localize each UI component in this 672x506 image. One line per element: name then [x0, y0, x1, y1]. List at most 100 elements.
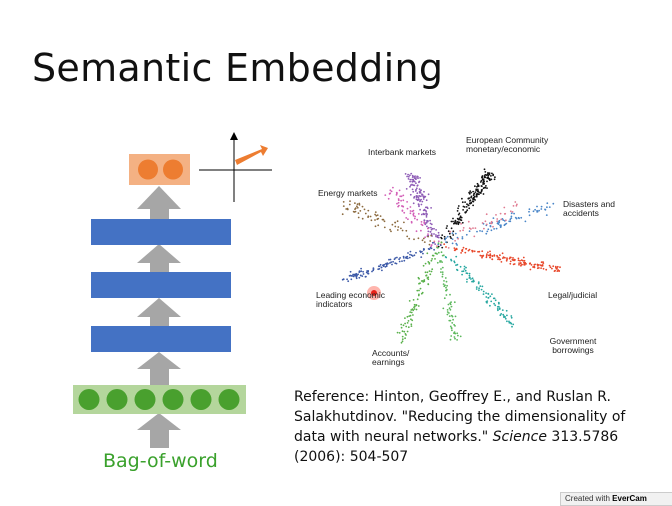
scatter-point — [462, 246, 465, 249]
scatter-point — [411, 181, 414, 183]
scatter-point — [404, 337, 406, 340]
scatter-point — [480, 288, 483, 291]
scatter-point — [440, 237, 443, 240]
scatter-point — [437, 242, 440, 245]
scatter-point — [422, 213, 425, 216]
document-embedding-scatter — [341, 168, 561, 344]
scatter-point — [401, 260, 403, 262]
scatter-point — [541, 265, 544, 267]
scatter-point — [536, 211, 538, 213]
scatter-point — [403, 259, 406, 262]
scatter-point — [427, 227, 429, 230]
scatter-point — [410, 325, 413, 327]
scatter-point — [417, 294, 420, 297]
scatter-point — [410, 172, 413, 175]
scatter-point — [371, 270, 373, 273]
scatter-point — [374, 225, 377, 228]
scatter-point — [397, 201, 400, 204]
scatter-point — [418, 195, 421, 197]
scatter-point — [389, 189, 392, 192]
scatter-point — [397, 226, 400, 228]
reference-suffix: 313.5786 (2006): 504-507 — [294, 429, 619, 465]
scatter-point — [470, 191, 472, 194]
scatter-point — [430, 234, 433, 237]
scatter-point — [400, 323, 403, 326]
reference-text: Reference: Hinton, Geoffrey E., and Rusl… — [294, 387, 654, 467]
scatter-point — [482, 293, 485, 295]
scatter-point — [433, 227, 435, 230]
scatter-point — [401, 229, 404, 232]
scatter-point — [418, 289, 420, 292]
scatter-point — [493, 178, 496, 181]
scatter-point — [465, 266, 467, 269]
scatter-point — [482, 179, 485, 182]
scatter-point — [407, 173, 409, 176]
scatter-point — [490, 220, 493, 223]
scatter-point — [476, 186, 478, 188]
scatter-point — [452, 230, 455, 233]
scatter-point — [415, 308, 418, 311]
scatter-point — [486, 253, 488, 256]
scatter-point — [413, 254, 416, 257]
scatter-point — [364, 212, 367, 215]
scatter-point — [538, 209, 540, 212]
scatter-point — [423, 190, 425, 193]
scatter-point — [407, 218, 409, 221]
scatter-point — [452, 217, 454, 220]
scatter-point — [470, 196, 472, 199]
scatter-point — [473, 250, 476, 253]
scatter-point — [394, 262, 397, 265]
scatter-point — [374, 213, 376, 216]
scatter-point — [476, 230, 478, 233]
scatter-point — [409, 311, 412, 313]
scatter-point — [425, 222, 427, 224]
scatter-point — [440, 241, 443, 244]
scatter-point — [474, 185, 476, 188]
scatter-point — [495, 227, 498, 230]
scatter-point — [395, 191, 398, 194]
scatter-point — [398, 204, 400, 207]
scatter-point — [514, 201, 517, 203]
scatter-point — [413, 303, 416, 306]
scatter-point — [358, 276, 361, 279]
scatter-point — [456, 210, 459, 212]
scatter-point — [499, 254, 501, 257]
scatter-point — [409, 210, 412, 212]
scatter-point — [457, 218, 460, 221]
scatter-point — [459, 265, 462, 268]
scatter-point — [450, 237, 452, 240]
scatter-point — [501, 252, 504, 255]
scatter-point — [467, 220, 470, 223]
scatter-point — [489, 254, 492, 257]
scatter-point — [445, 227, 448, 230]
scatter-point — [426, 207, 429, 210]
scatter-point — [430, 270, 433, 273]
scatter-point — [400, 199, 402, 202]
scatter-point — [490, 175, 492, 177]
evercam-watermark: Created with EverCam — [560, 492, 672, 506]
scatter-point — [416, 192, 419, 195]
scatter-point — [354, 202, 356, 205]
scatter-point — [510, 217, 513, 220]
scatter-point — [472, 227, 474, 230]
scatter-point — [413, 180, 416, 183]
scatter-point — [498, 219, 501, 222]
scatter-point — [403, 211, 406, 214]
scatter-point — [523, 261, 525, 264]
scatter-point — [389, 262, 391, 264]
scatter-point — [392, 260, 394, 263]
scatter-point — [426, 252, 429, 255]
scatter-point — [446, 235, 449, 238]
scatter-point — [449, 230, 452, 233]
scatter-point — [486, 180, 488, 183]
scatter-point — [379, 215, 382, 218]
scatter-point — [530, 264, 533, 266]
scatter-point — [451, 238, 454, 241]
output-node — [163, 159, 183, 180]
scatter-point — [500, 218, 503, 221]
input-node — [134, 389, 156, 410]
scatter-point — [421, 250, 423, 253]
scatter-point — [407, 320, 410, 322]
scatter-point — [400, 326, 403, 329]
scatter-point — [510, 212, 513, 215]
